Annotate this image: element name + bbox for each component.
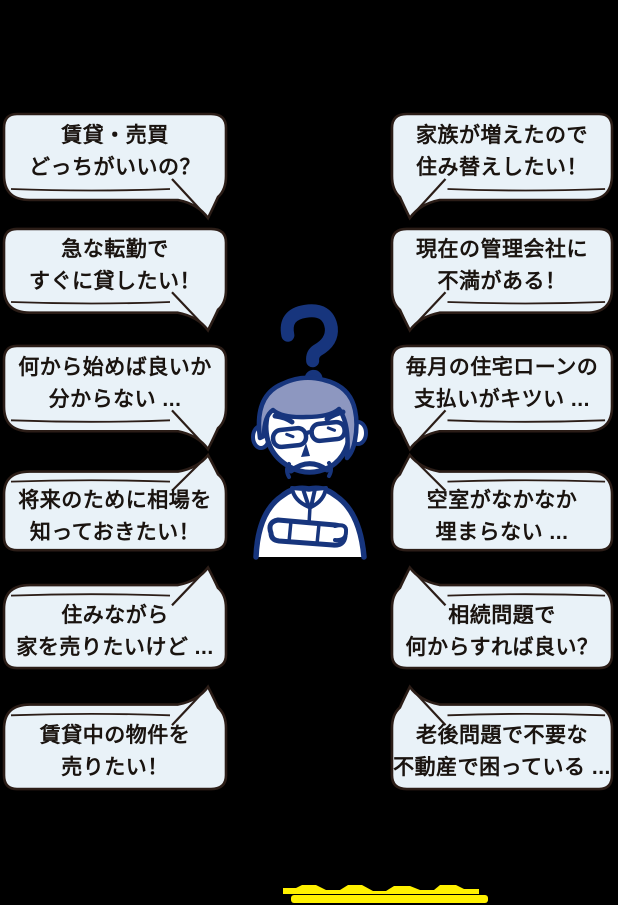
speech-bubble-left-3: 何から始めば良いか 分からない ... xyxy=(2,344,228,431)
bubble-line: 相続問題で xyxy=(448,604,556,627)
speech-bubble-shape xyxy=(390,677,614,791)
bubble-line: 支払いがキツい ... xyxy=(414,387,590,411)
bubble-text: 賃貸・売買 どっちがいいの？ xyxy=(10,116,220,188)
glasses-icon xyxy=(270,419,347,450)
bubble-line: 何から始めば良いか xyxy=(18,355,212,379)
speech-bubble-right-1: 家族が増えたので 住み替えしたい！ xyxy=(390,112,614,200)
speech-bubble-left-5: 住みながら 家を売りたいけど ... xyxy=(2,586,228,670)
bubble-line: 住みながら xyxy=(61,604,169,627)
worried-man-figure xyxy=(246,300,374,562)
speech-bubble-shape xyxy=(390,446,614,552)
bubble-line: 知っておきたい！ xyxy=(29,521,201,544)
figure-eyebrow xyxy=(272,413,295,425)
figure-nose xyxy=(301,443,310,457)
bubble-text: 老後問題で不要な 不動産で困っている ... xyxy=(393,717,610,787)
speech-bubble-left-6: 賃貸中の物件を 売りたい！ xyxy=(2,705,228,791)
bubble-line: 不動産で困っている ... xyxy=(393,756,611,779)
speech-bubble-left-2: 急な転勤で すぐに貸したい！ xyxy=(2,227,228,312)
speech-bubble-right-3: 毎月の住宅ローンの 支払いがキツい ... xyxy=(390,344,614,431)
bubble-line: 賃貸中の物件を xyxy=(39,724,191,747)
speech-bubble-shape xyxy=(2,677,228,791)
speech-bubble-shape xyxy=(2,112,228,228)
bubble-line: 老後問題で不要な xyxy=(416,724,588,747)
speech-bubble-shape xyxy=(390,558,614,670)
bubble-line: 家族が増えたので xyxy=(416,124,588,147)
bubble-text: 相続問題で 何からすれば良い？ xyxy=(398,598,606,666)
bubble-line: 不満がある！ xyxy=(437,269,567,293)
speech-bubble-left-1: 賃貸・売買 どっちがいいの？ xyxy=(2,112,228,200)
bubble-line: 売りたい！ xyxy=(61,756,169,779)
speech-bubble-shape xyxy=(2,446,228,552)
bubble-line: 住み替えしたい！ xyxy=(416,156,588,179)
bubble-line: 埋まらない ... xyxy=(435,521,569,544)
speech-bubble-shape xyxy=(390,344,614,459)
speech-bubble-right-5: 相続問題で 何からすれば良い？ xyxy=(390,586,614,670)
speech-bubble-shape xyxy=(2,344,228,459)
bubble-line: 賃貸・売買 xyxy=(61,124,169,147)
bubble-text: 何から始めば良いか 分からない ... xyxy=(10,348,220,419)
bubble-line: 現在の管理会社に xyxy=(416,237,588,261)
bubble-line: 家を売りたいけど ... xyxy=(16,636,214,659)
bubble-line: 空室がなかなか xyxy=(426,489,578,512)
speech-bubble-right-6: 老後問題で不要な 不動産で困っている ... xyxy=(390,705,614,791)
bubble-line: 何からすれば良い？ xyxy=(405,636,599,659)
speech-bubble-shape xyxy=(390,112,614,228)
bubble-line: どっちがいいの？ xyxy=(29,156,201,179)
speech-bubble-right-2: 現在の管理会社に 不満がある！ xyxy=(390,227,614,312)
figure-mouth xyxy=(288,461,330,474)
figure-eyebrow xyxy=(324,409,346,422)
bubble-text: 将来のために相場を 知っておきたい！ xyxy=(10,486,220,548)
bubble-line: すぐに貸したい！ xyxy=(29,269,201,293)
speech-bubble-left-4: 将来のために相場を 知っておきたい！ xyxy=(2,474,228,552)
bubble-line: 分からない ... xyxy=(48,387,182,411)
speech-bubble-right-4: 空室がなかなか 埋まらない ... xyxy=(390,474,614,552)
worried-man-illustration xyxy=(251,304,368,560)
bubble-text: 空室がなかなか 埋まらない ... xyxy=(398,486,606,548)
highlight-underline xyxy=(291,895,488,903)
bubble-text: 現在の管理会社に 不満がある！ xyxy=(398,231,606,300)
highlight-mark-top xyxy=(283,885,479,894)
bubble-text: 家族が増えたので 住み替えしたい！ xyxy=(398,116,606,188)
speech-bubble-shape xyxy=(2,558,228,670)
figure-body xyxy=(253,485,367,560)
bubble-line: 将来のために相場を xyxy=(18,489,212,512)
speech-bubble-shape xyxy=(390,227,614,340)
bubble-text: 毎月の住宅ローンの 支払いがキツい ... xyxy=(398,348,606,419)
bubble-text: 急な転勤で すぐに貸したい！ xyxy=(10,231,220,300)
bubble-line: 毎月の住宅ローンの xyxy=(405,355,599,379)
speech-bubble-shape xyxy=(2,227,228,340)
bubble-text: 賃貸中の物件を 売りたい！ xyxy=(10,717,220,787)
bubble-line: 急な転勤で xyxy=(61,237,169,261)
bubble-text: 住みながら 家を売りたいけど ... xyxy=(10,598,220,666)
